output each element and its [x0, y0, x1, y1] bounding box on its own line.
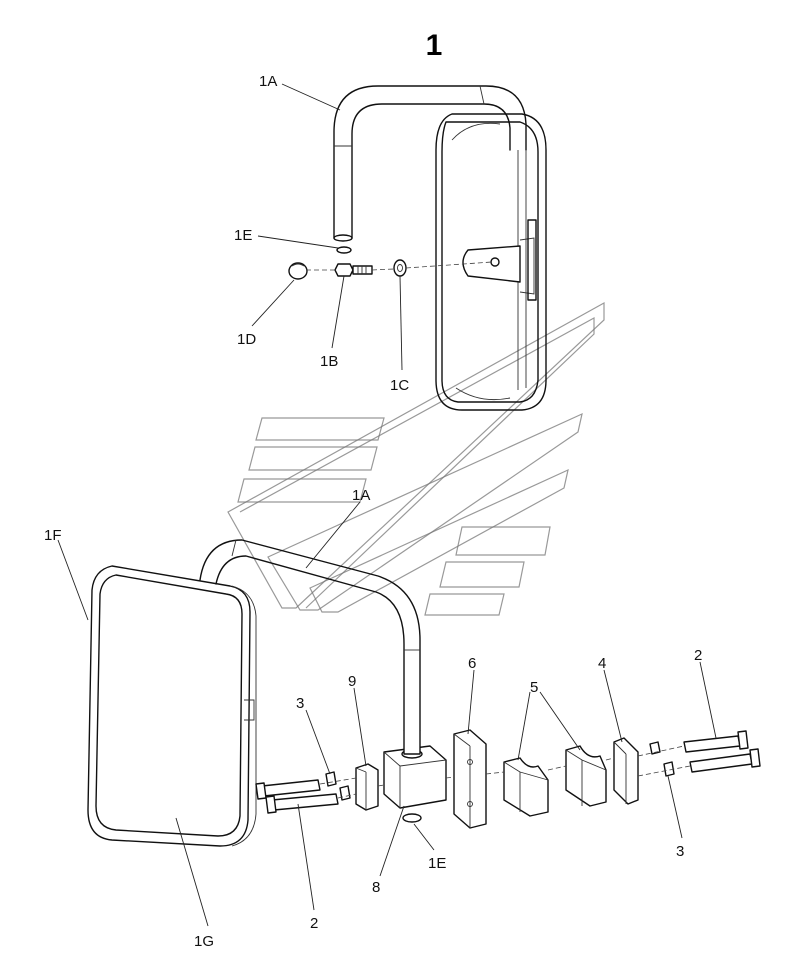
label-2-right: 2: [694, 647, 702, 664]
mirror-head-1F: [87, 565, 251, 847]
mirror-arm-top: [333, 85, 527, 239]
clamp-half-5-left: [503, 757, 549, 817]
label-5: 5: [530, 679, 538, 696]
label-1F: 1F: [44, 527, 62, 544]
plate-9: [355, 763, 379, 811]
washer-1C: [393, 259, 407, 277]
bolt-2-left-top: [261, 779, 321, 797]
label-8: 8: [372, 879, 380, 896]
label-1B: 1B: [320, 353, 338, 370]
label-6: 6: [468, 655, 476, 672]
mirror-arm-bottom: [199, 539, 421, 731]
clamp-block-8: [383, 745, 447, 809]
label-2-bottom: 2: [310, 915, 318, 932]
mirror-housing-top: [435, 113, 547, 411]
label-4: 4: [598, 655, 606, 672]
callout-labels: 1 1A 1E 1D 1B 1C 1F 1A 9 6 5 4 2 3 3 8 1…: [44, 29, 702, 950]
bottom-mirror-assembly: [87, 539, 761, 847]
nut-3-right-bottom: [663, 761, 675, 777]
cap-nut-1D: [288, 262, 308, 280]
washer-1E-bottom: [402, 813, 422, 823]
label-3-left: 3: [296, 695, 304, 712]
diagram-title: 1: [426, 29, 443, 62]
watermark-logo: [227, 301, 605, 616]
washer-1E-top: [336, 246, 352, 254]
nut-3-right-top: [649, 741, 661, 755]
label-1D: 1D: [237, 331, 256, 348]
label-1A-bottom: 1A: [352, 487, 370, 504]
label-1E-bottom: 1E: [428, 855, 446, 872]
bolt-1B: [334, 263, 354, 277]
label-1C: 1C: [390, 377, 409, 394]
nut-3-left-top: [325, 771, 337, 787]
clamp-half-5-right: [565, 745, 607, 807]
bolt-2-left-bottom: [271, 793, 339, 811]
label-1G: 1G: [194, 933, 214, 950]
label-3-right: 3: [676, 843, 684, 860]
bolt-2-right-top: [683, 735, 741, 753]
label-1A-top: 1A: [259, 73, 277, 90]
label-1E-top: 1E: [234, 227, 252, 244]
leader-lines: [57, 83, 717, 927]
label-9: 9: [348, 673, 356, 690]
bolt-2-right-bottom: [689, 753, 753, 773]
nut-3-left-bottom: [339, 785, 351, 801]
top-mirror-assembly: [288, 85, 547, 411]
